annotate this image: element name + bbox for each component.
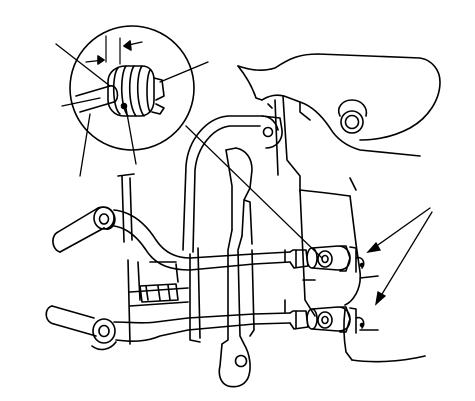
leader-line-detail-to-fitting xyxy=(186,126,322,258)
lower-fitting xyxy=(254,307,364,333)
upper-hose xyxy=(53,174,254,270)
pipe-bracket xyxy=(183,116,282,387)
arrowhead-clamp-upper xyxy=(368,243,380,252)
leader-lines xyxy=(56,44,432,304)
magnifier-circle xyxy=(70,26,194,150)
leader-line-detail-top-left xyxy=(56,44,110,86)
leader-line-detail-bottom xyxy=(126,108,136,164)
body-panel xyxy=(238,54,440,362)
leader-line-hose-left xyxy=(80,114,90,176)
upper-fitting xyxy=(254,246,364,272)
leader-line-clamp-upper xyxy=(368,208,430,252)
lower-hose xyxy=(46,260,254,349)
leader-line-detail-right xyxy=(160,62,208,82)
detail-magnifier xyxy=(70,26,194,150)
leader-line-detail-left xyxy=(62,98,100,106)
arrowhead-clamp-lower xyxy=(376,292,385,304)
leader-line-clamp-lower xyxy=(376,212,432,304)
